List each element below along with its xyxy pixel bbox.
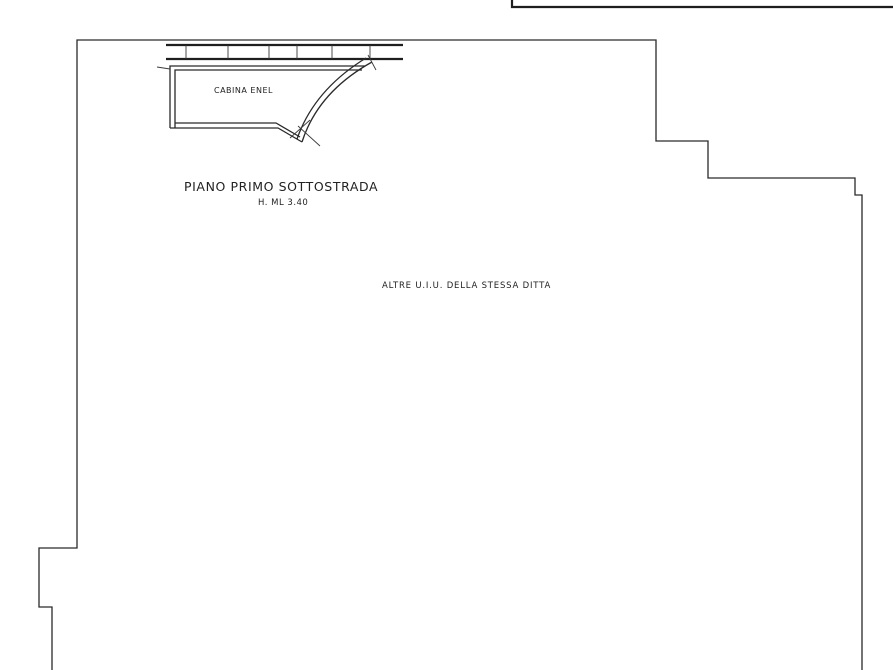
cabin-label: CABINA ENEL (214, 86, 273, 95)
cabin-enel-room (156, 54, 377, 147)
perimeter-outline (38, 39, 863, 670)
floor-height: H. ML 3.40 (258, 198, 308, 208)
floor-title: PIANO PRIMO SOTTOSTRADA (184, 179, 378, 194)
title-frame-edge (510, 0, 893, 9)
cabin-wall-band (166, 43, 403, 61)
other-units-note: ALTRE U.I.U. DELLA STESSA DITTA (382, 281, 551, 291)
